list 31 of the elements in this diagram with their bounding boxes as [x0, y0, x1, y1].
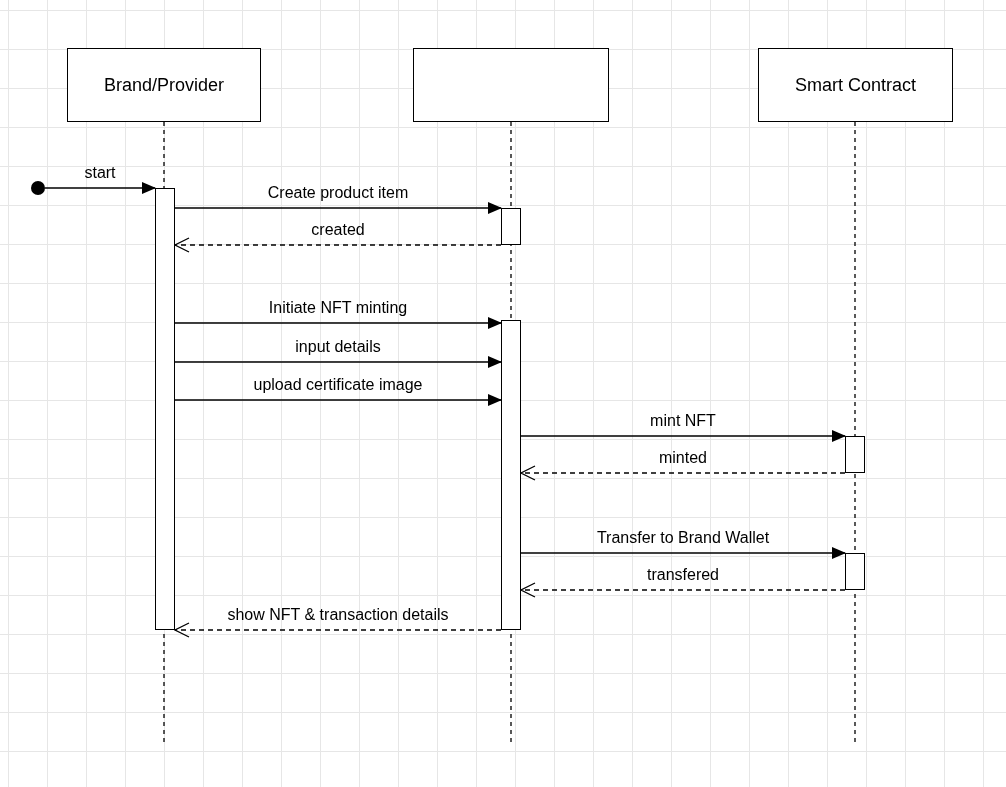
message-label: input details [295, 338, 381, 356]
message-label: created [311, 221, 365, 239]
return-arrow [520, 582, 846, 598]
message-label: Create product item [267, 184, 409, 202]
activation-bar [155, 188, 175, 630]
activation-bar [845, 553, 865, 590]
message-label: minted [659, 449, 707, 467]
message-arrow [174, 394, 502, 406]
message-label: upload certificate image [253, 376, 423, 394]
lifeline-box: Smart Contract [758, 48, 953, 122]
lifeline-box: Brand/Provider [67, 48, 261, 122]
message-label: transfered [647, 566, 719, 584]
activation-bar [845, 436, 865, 473]
message-label: Initiate NFT minting [268, 299, 408, 317]
return-arrow [520, 465, 846, 481]
lifeline-box [413, 48, 609, 122]
message-arrow [520, 547, 846, 559]
message-arrow [174, 356, 502, 368]
return-arrow [174, 237, 502, 253]
activation-bar [501, 208, 521, 245]
message-arrow [174, 202, 502, 214]
message-arrow [44, 182, 156, 194]
message-label: start [84, 164, 116, 182]
start-dot [31, 181, 45, 195]
message-arrow [520, 430, 846, 442]
message-label: Transfer to Brand Wallet [596, 529, 770, 547]
return-arrow [174, 622, 502, 638]
message-arrow [174, 317, 502, 329]
message-label: show NFT & transaction details [227, 606, 449, 624]
message-label: mint NFT [650, 412, 716, 430]
activation-bar [501, 320, 521, 630]
